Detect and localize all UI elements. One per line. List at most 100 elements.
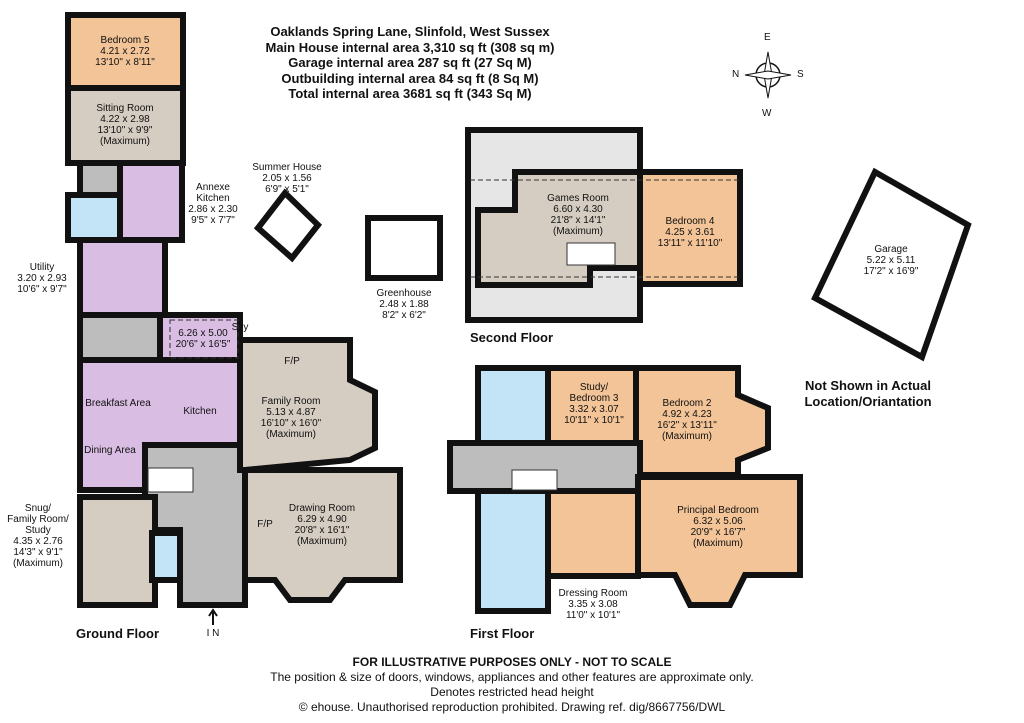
room-metric: 3.32 x 3.07 bbox=[569, 404, 619, 415]
kitchen-label: Kitchen bbox=[183, 406, 217, 417]
room-name: Annexe bbox=[196, 182, 230, 193]
room-metric: 4.92 x 4.23 bbox=[662, 409, 712, 420]
room-imperial: 20'8" x 16'1" bbox=[294, 525, 350, 536]
principal-bedroom-area bbox=[635, 474, 803, 608]
annexe-hall-area bbox=[77, 160, 123, 198]
room-metric: 2.86 x 2.30 bbox=[188, 204, 238, 215]
room-name: Utility bbox=[29, 262, 55, 273]
room-metric: 5.13 x 4.87 bbox=[266, 407, 316, 418]
garage-area bbox=[811, 167, 972, 362]
compass-west: W bbox=[762, 108, 772, 119]
room-metric: 4.25 x 3.61 bbox=[665, 227, 715, 238]
kitchen-skylight-area bbox=[157, 312, 243, 363]
room-metric: 2.05 x 1.56 bbox=[262, 173, 312, 184]
room-imperial: 11'0" x 10'1" bbox=[565, 610, 621, 621]
room-name: Bedroom 3 bbox=[569, 393, 619, 404]
room-imperial: 14'3" x 9'1" bbox=[13, 547, 63, 558]
room-metric: 3.35 x 3.08 bbox=[568, 599, 618, 610]
second-floor-label: Second Floor bbox=[470, 330, 554, 345]
entrance-label: I N bbox=[206, 628, 220, 639]
room-name: Bedroom 4 bbox=[665, 216, 715, 227]
area-line: Garage internal area 287 sq ft (27 Sq M) bbox=[288, 55, 532, 70]
rear-lobby-area bbox=[77, 312, 168, 363]
room-metric: 4.22 x 2.98 bbox=[100, 114, 150, 125]
room-name: Garage bbox=[874, 244, 908, 255]
area-line: Main House internal area 3,310 sq ft (30… bbox=[265, 39, 555, 55]
note-line: Not Shown in Actual bbox=[805, 378, 931, 393]
room-imperial: 8'2" x 6'2" bbox=[382, 310, 426, 321]
room-metric: 2.48 x 1.88 bbox=[379, 299, 429, 310]
entrance-arrow-icon bbox=[208, 608, 218, 625]
fireplace-label: F/P bbox=[284, 356, 300, 367]
room-note: (Maximum) bbox=[661, 431, 712, 442]
room-imperial: 17'2" x 16'9" bbox=[863, 266, 919, 277]
note-line: Location/Oriantation bbox=[804, 394, 932, 409]
footer-line: FOR ILLUSTRATIVE PURPOSES ONLY - NOT TO … bbox=[352, 655, 672, 669]
room-name: Dressing Room bbox=[558, 588, 628, 599]
room-metric: 5.22 x 5.11 bbox=[866, 255, 916, 266]
room-imperial: 16'10" x 16'0" bbox=[260, 418, 322, 429]
dressing-room-area bbox=[545, 488, 641, 579]
skylight-label: Sky bbox=[231, 322, 249, 333]
room-note: (Maximum) bbox=[100, 136, 150, 147]
room-metric: 3.20 x 2.93 bbox=[17, 273, 67, 284]
room-imperial: 6'9" x 5'1" bbox=[265, 184, 309, 195]
room-note: (Maximum) bbox=[296, 536, 347, 547]
footer-line: © ehouse. Unauthorised reproduction proh… bbox=[298, 700, 726, 714]
footer-line: Denotes restricted head height bbox=[430, 685, 594, 699]
stairs bbox=[147, 242, 616, 493]
study-area bbox=[545, 365, 639, 446]
room-metric: 6.26 x 5.00 bbox=[178, 328, 228, 339]
property-header: Oaklands Spring Lane, Slinfold, West Sus… bbox=[210, 24, 610, 102]
snug-area bbox=[77, 494, 158, 608]
fireplace-label: F/P bbox=[257, 519, 273, 530]
room-imperial: 9'5" x 7'7" bbox=[191, 215, 235, 226]
room-imperial: 10'6" x 9'7" bbox=[17, 284, 67, 295]
room-metric: 4.21 x 2.72 bbox=[100, 46, 150, 57]
room-name: Drawing Room bbox=[288, 503, 356, 514]
footer-line: The position & size of doors, windows, a… bbox=[270, 670, 754, 684]
ground-wc-area bbox=[149, 530, 183, 583]
compass-icon bbox=[744, 51, 792, 99]
room-metric: 6.32 x 5.06 bbox=[693, 516, 743, 527]
room-name: Study bbox=[25, 525, 51, 536]
room-name: Summer House bbox=[252, 162, 322, 173]
room-imperial: 13'10" x 8'11" bbox=[95, 57, 155, 68]
room-metric: 6.29 x 4.90 bbox=[297, 514, 347, 525]
room-name: Study/ bbox=[579, 382, 609, 393]
room-note: (Maximum) bbox=[553, 226, 603, 237]
compass-east: E bbox=[764, 32, 771, 43]
breakfast-area-label: Breakfast Area bbox=[85, 398, 151, 409]
room-name: Sitting Room bbox=[96, 103, 154, 114]
compass-north: N bbox=[732, 69, 740, 80]
summer-house-area bbox=[253, 188, 323, 263]
room-name: Snug/ bbox=[24, 503, 52, 514]
room-name: Family Room/ bbox=[7, 514, 69, 525]
disclaimer-footer: FOR ILLUSTRATIVE PURPOSES ONLY - NOT TO … bbox=[162, 655, 862, 715]
room-name: Principal Bedroom bbox=[677, 505, 759, 516]
room-imperial: 13'11" x 11'10" bbox=[657, 238, 723, 249]
compass-south: S bbox=[797, 69, 804, 80]
room-name: Kitchen bbox=[196, 193, 230, 204]
area-line: Outbuilding internal area 84 sq ft (8 Sq… bbox=[281, 70, 539, 86]
room-name: Family Room bbox=[261, 396, 321, 407]
ground-floor-label: Ground Floor bbox=[76, 626, 160, 641]
room-imperial: 16'2" x 13'11" bbox=[657, 420, 717, 431]
room-imperial: 21'8" x 14'1" bbox=[550, 215, 606, 226]
bathroom-area bbox=[475, 488, 551, 614]
